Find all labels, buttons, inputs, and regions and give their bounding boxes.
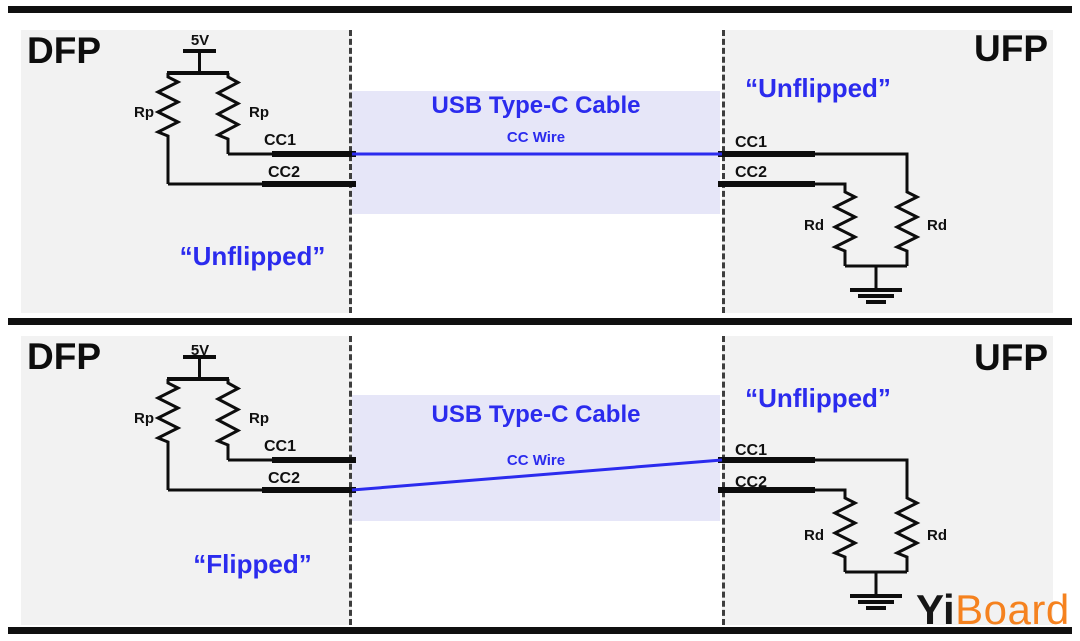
dfp-cc2-label: CC2 — [267, 164, 300, 181]
rp-resistor-left — [154, 73, 182, 140]
ufp-cc1-wire — [813, 458, 909, 494]
ufp-port-label: UFP — [974, 28, 1048, 69]
dfp-port-label: DFP — [27, 336, 101, 377]
ufp-cc2-wire — [813, 182, 847, 188]
ground-stem — [843, 257, 909, 289]
rp-label-right: Rp — [249, 410, 269, 427]
logo-part-board: Board — [955, 586, 1070, 633]
supply-5v-label: 5V — [190, 342, 210, 359]
ufp-cc2-label: CC2 — [735, 164, 768, 181]
ufp-orientation-label: “Unflipped” — [745, 73, 891, 103]
rd-label-left: Rd — [804, 527, 824, 544]
rd-label-left: Rd — [804, 217, 824, 234]
circuit-wires — [154, 355, 921, 610]
panel-row-flipped: DFP UFP 5V Rp Rp CC1 CC2 USB Type-C Cabl… — [0, 336, 1080, 625]
rd-label-right: Rd — [927, 217, 947, 234]
ufp-cc1-wire — [813, 152, 909, 188]
cable-title: USB Type-C Cable — [431, 401, 641, 428]
dfp-port-label: DFP — [27, 30, 101, 71]
rp-label-left: Rp — [134, 410, 154, 427]
ufp-cc1-label: CC1 — [735, 134, 768, 151]
logo-part-yi: Yi — [916, 586, 956, 633]
cc-wire-label: CC Wire — [506, 452, 566, 469]
dfp-panel — [21, 30, 352, 313]
ufp-cc1-label: CC1 — [735, 442, 768, 459]
dfp-cc2-label: CC2 — [267, 470, 300, 487]
cc-wire-blue-crossed — [351, 458, 723, 492]
rd-label-right: Rd — [927, 527, 947, 544]
panel-row-unflipped: DFP UFP 5V Rp Rp CC1 CC2 USB Type-C Cabl… — [0, 28, 1080, 313]
rp-resistor-right — [214, 379, 242, 449]
dfp-orientation-label: “Unflipped” — [179, 241, 326, 271]
dfp-cc1-label: CC1 — [263, 438, 296, 455]
rd-resistor-left — [831, 494, 859, 563]
cable-region — [352, 395, 720, 521]
top-border-bar — [8, 6, 1072, 13]
rp-resistor-right — [214, 73, 242, 143]
ground-stem — [843, 563, 909, 595]
rd-resistor-left — [831, 188, 859, 257]
ufp-orientation-label: “Unflipped” — [745, 383, 891, 413]
dfp-cc1-label: CC1 — [263, 132, 296, 149]
dfp-panel — [21, 336, 352, 625]
rd-resistor-right — [893, 188, 921, 257]
ufp-cc2-wire — [813, 488, 847, 494]
yiboard-logo: YiBoard — [916, 586, 1070, 634]
rp-label-left: Rp — [134, 104, 154, 121]
rd-resistor-right — [893, 494, 921, 563]
rp-label-right: Rp — [249, 104, 269, 121]
ufp-panel — [722, 336, 1053, 625]
dfp-orientation-label: “Flipped” — [193, 549, 312, 579]
ufp-cc2-label: CC2 — [735, 474, 768, 491]
ufp-port-label: UFP — [974, 337, 1048, 378]
cable-title: USB Type-C Cable — [431, 92, 641, 119]
cc-wire-label: CC Wire — [506, 129, 566, 146]
circuit-wires — [154, 49, 921, 304]
supply-5v-label: 5V — [190, 32, 210, 49]
rp-resistor-left — [154, 379, 182, 446]
bottom-border-bar — [8, 627, 1072, 634]
middle-border-bar — [8, 318, 1072, 325]
